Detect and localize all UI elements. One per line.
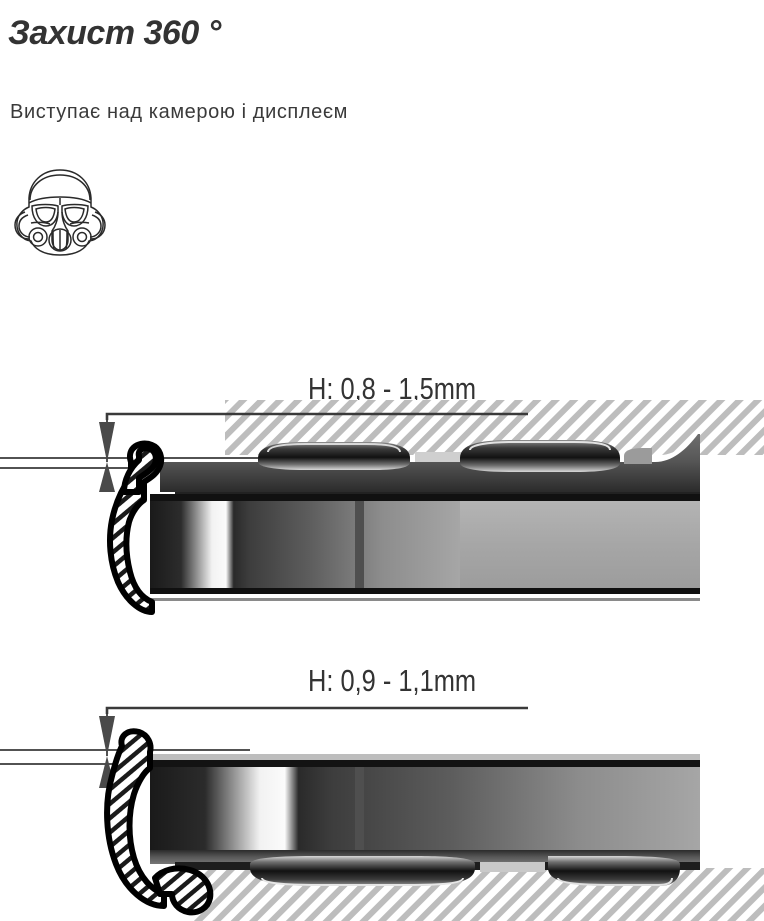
phone-seam-line-bottom (355, 767, 364, 852)
diagram-camera-cross-section (0, 400, 764, 615)
phone-edge-top (150, 494, 700, 501)
camera-module-bottom (250, 856, 680, 886)
dimension-label-bottom: H: 0,9 - 1,1mm (308, 663, 477, 698)
page-title: Захист 360 ° (8, 14, 221, 52)
case-lip-bottom (104, 728, 214, 916)
dimension-arrows-top (99, 422, 115, 492)
camera-module-top (258, 440, 652, 472)
case-lip-top (107, 440, 165, 615)
diagram-display-cross-section (0, 706, 764, 921)
stormtrooper-helmet-icon (14, 169, 106, 256)
page-subtitle: Виступає над камерою і дисплеєм (10, 101, 349, 123)
phone-body-face-bottom (150, 767, 700, 852)
phone-body-left (150, 501, 460, 590)
phone-seam-line (355, 501, 364, 590)
phone-top-shoulder (160, 434, 700, 492)
